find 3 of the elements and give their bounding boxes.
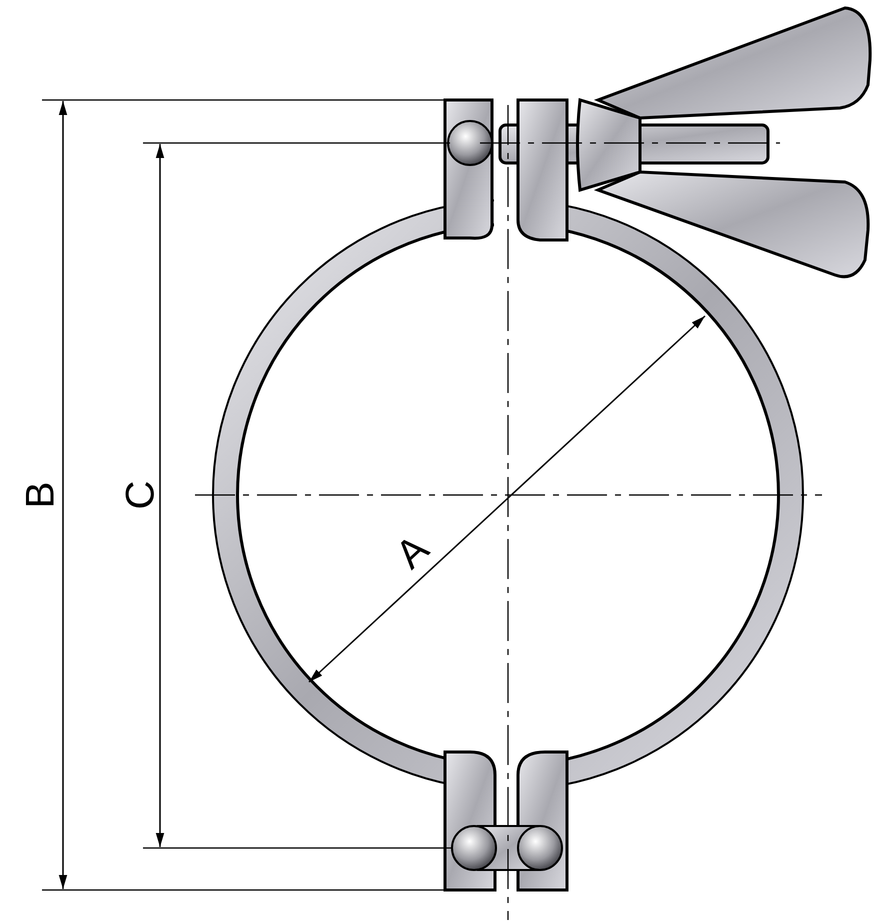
dimension-label: A [388, 528, 436, 576]
dimension-label: C [120, 480, 160, 510]
dimension-label: B [20, 482, 60, 508]
